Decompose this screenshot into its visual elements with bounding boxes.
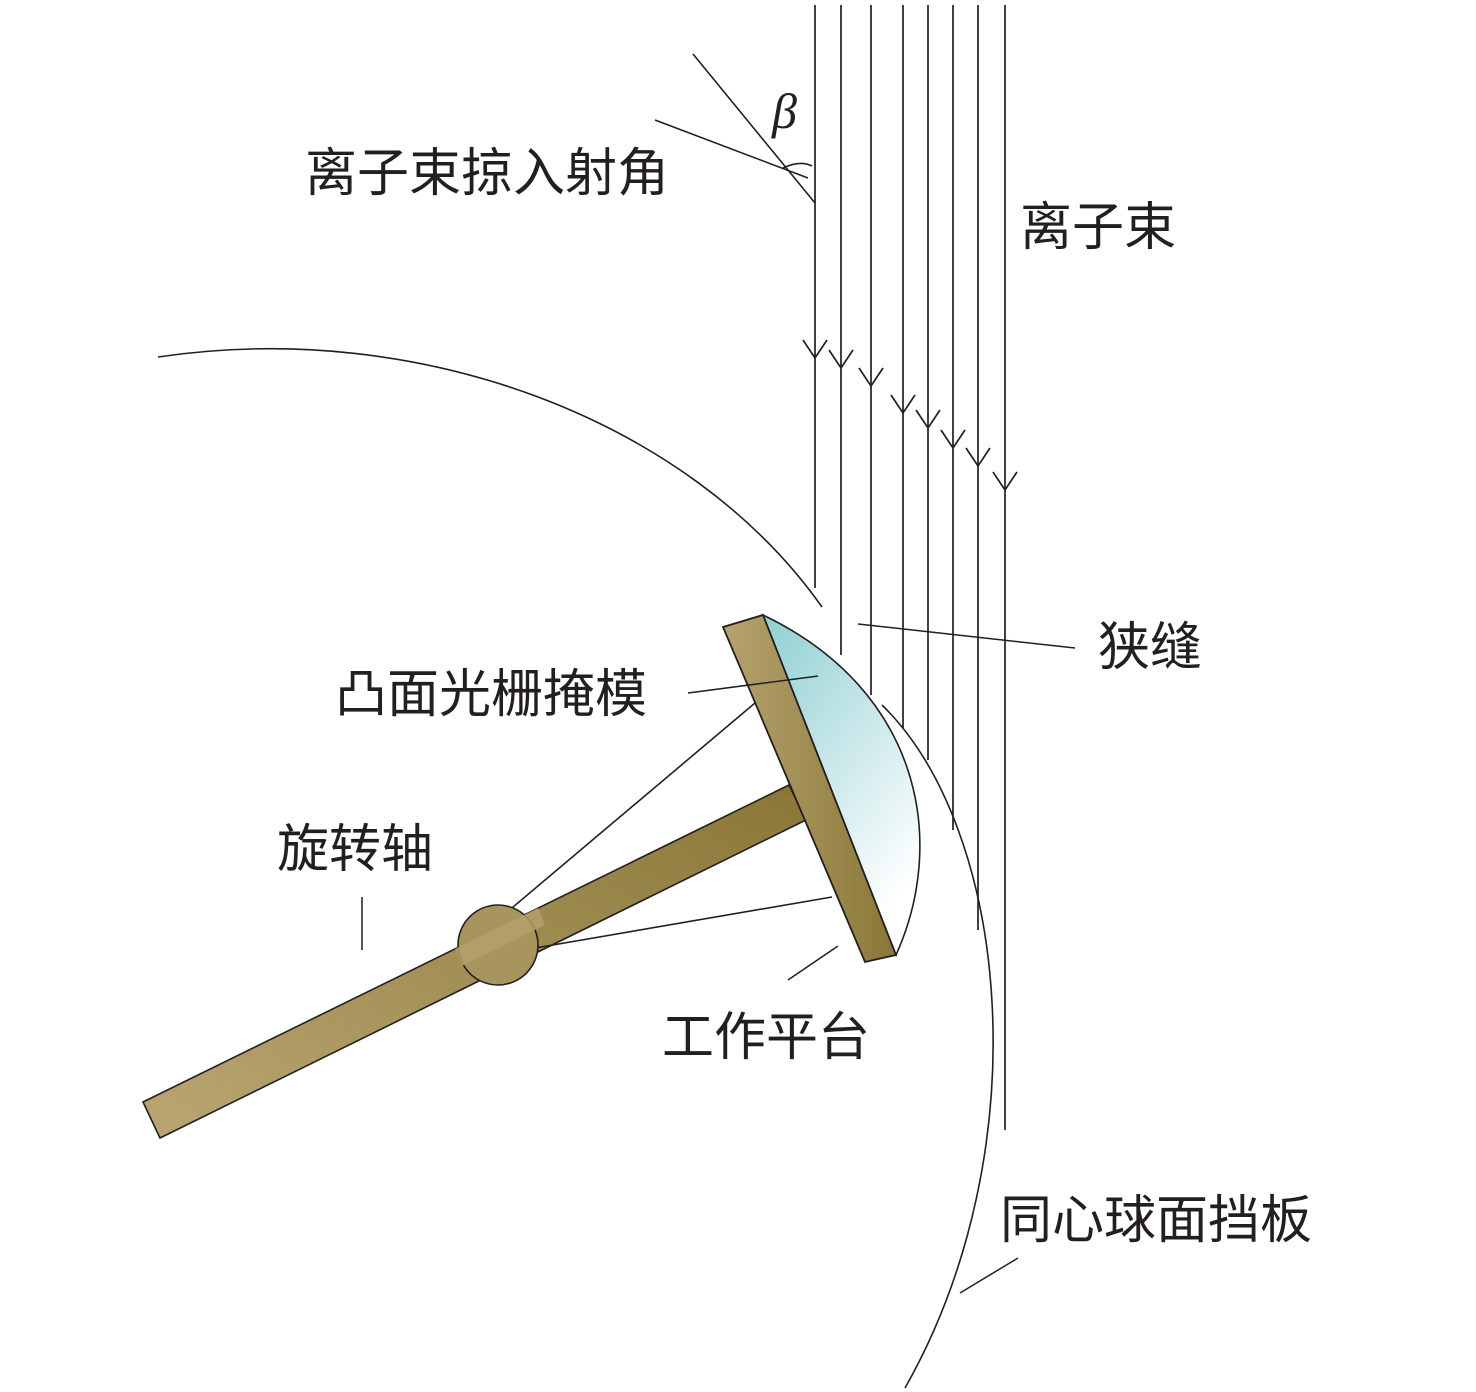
mask-leader (687, 675, 819, 694)
ion-beam-label: 离子束 (1020, 198, 1176, 258)
support-strut-lower (511, 896, 833, 953)
rotation-axis-label: 旋转轴 (277, 820, 433, 880)
ion-beam-lines (814, 5, 1006, 1130)
ion-beam-arrow-1 (802, 339, 828, 360)
ion-beam-arrow-5 (915, 409, 941, 430)
rotation-shaft-front (455, 908, 545, 966)
ion-beam-arrow-3 (858, 367, 884, 388)
work-platform (721, 613, 898, 964)
angle-arc-mark (782, 162, 813, 169)
angle-beta-label: β (771, 83, 797, 139)
convex-grating-mask-label: 凸面光栅掩模 (335, 665, 647, 725)
ion-beam-arrow-4 (890, 394, 916, 415)
slit-arc (157, 347, 823, 608)
work-platform-label: 工作平台 (662, 1008, 870, 1068)
angle-ray-line (692, 53, 816, 204)
baffle-leader (959, 1257, 1019, 1294)
convex-grating-mask (761, 613, 921, 958)
leader-lines (361, 623, 1076, 1294)
concentric-spherical-baffle (881, 704, 994, 1389)
ion-beam-arrow-6 (940, 429, 966, 450)
grazing-angle-construction (654, 53, 816, 204)
slit-leader (857, 623, 1076, 649)
concentric-baffle-label: 同心球面挡板 (1000, 1191, 1312, 1251)
ion-beam-arrows (802, 339, 1018, 492)
angle-normal-line (654, 119, 809, 179)
platform-leader (787, 945, 839, 981)
ion-beam-arrow-7 (965, 447, 991, 468)
ion-beam-arrow-8 (992, 471, 1018, 492)
slit-label: 狭缝 (1098, 618, 1202, 678)
support-strut-upper (499, 702, 756, 919)
grazing-angle-label: 离子束掠入射角 (305, 144, 669, 204)
ion-beam-arrow-2 (828, 349, 854, 370)
